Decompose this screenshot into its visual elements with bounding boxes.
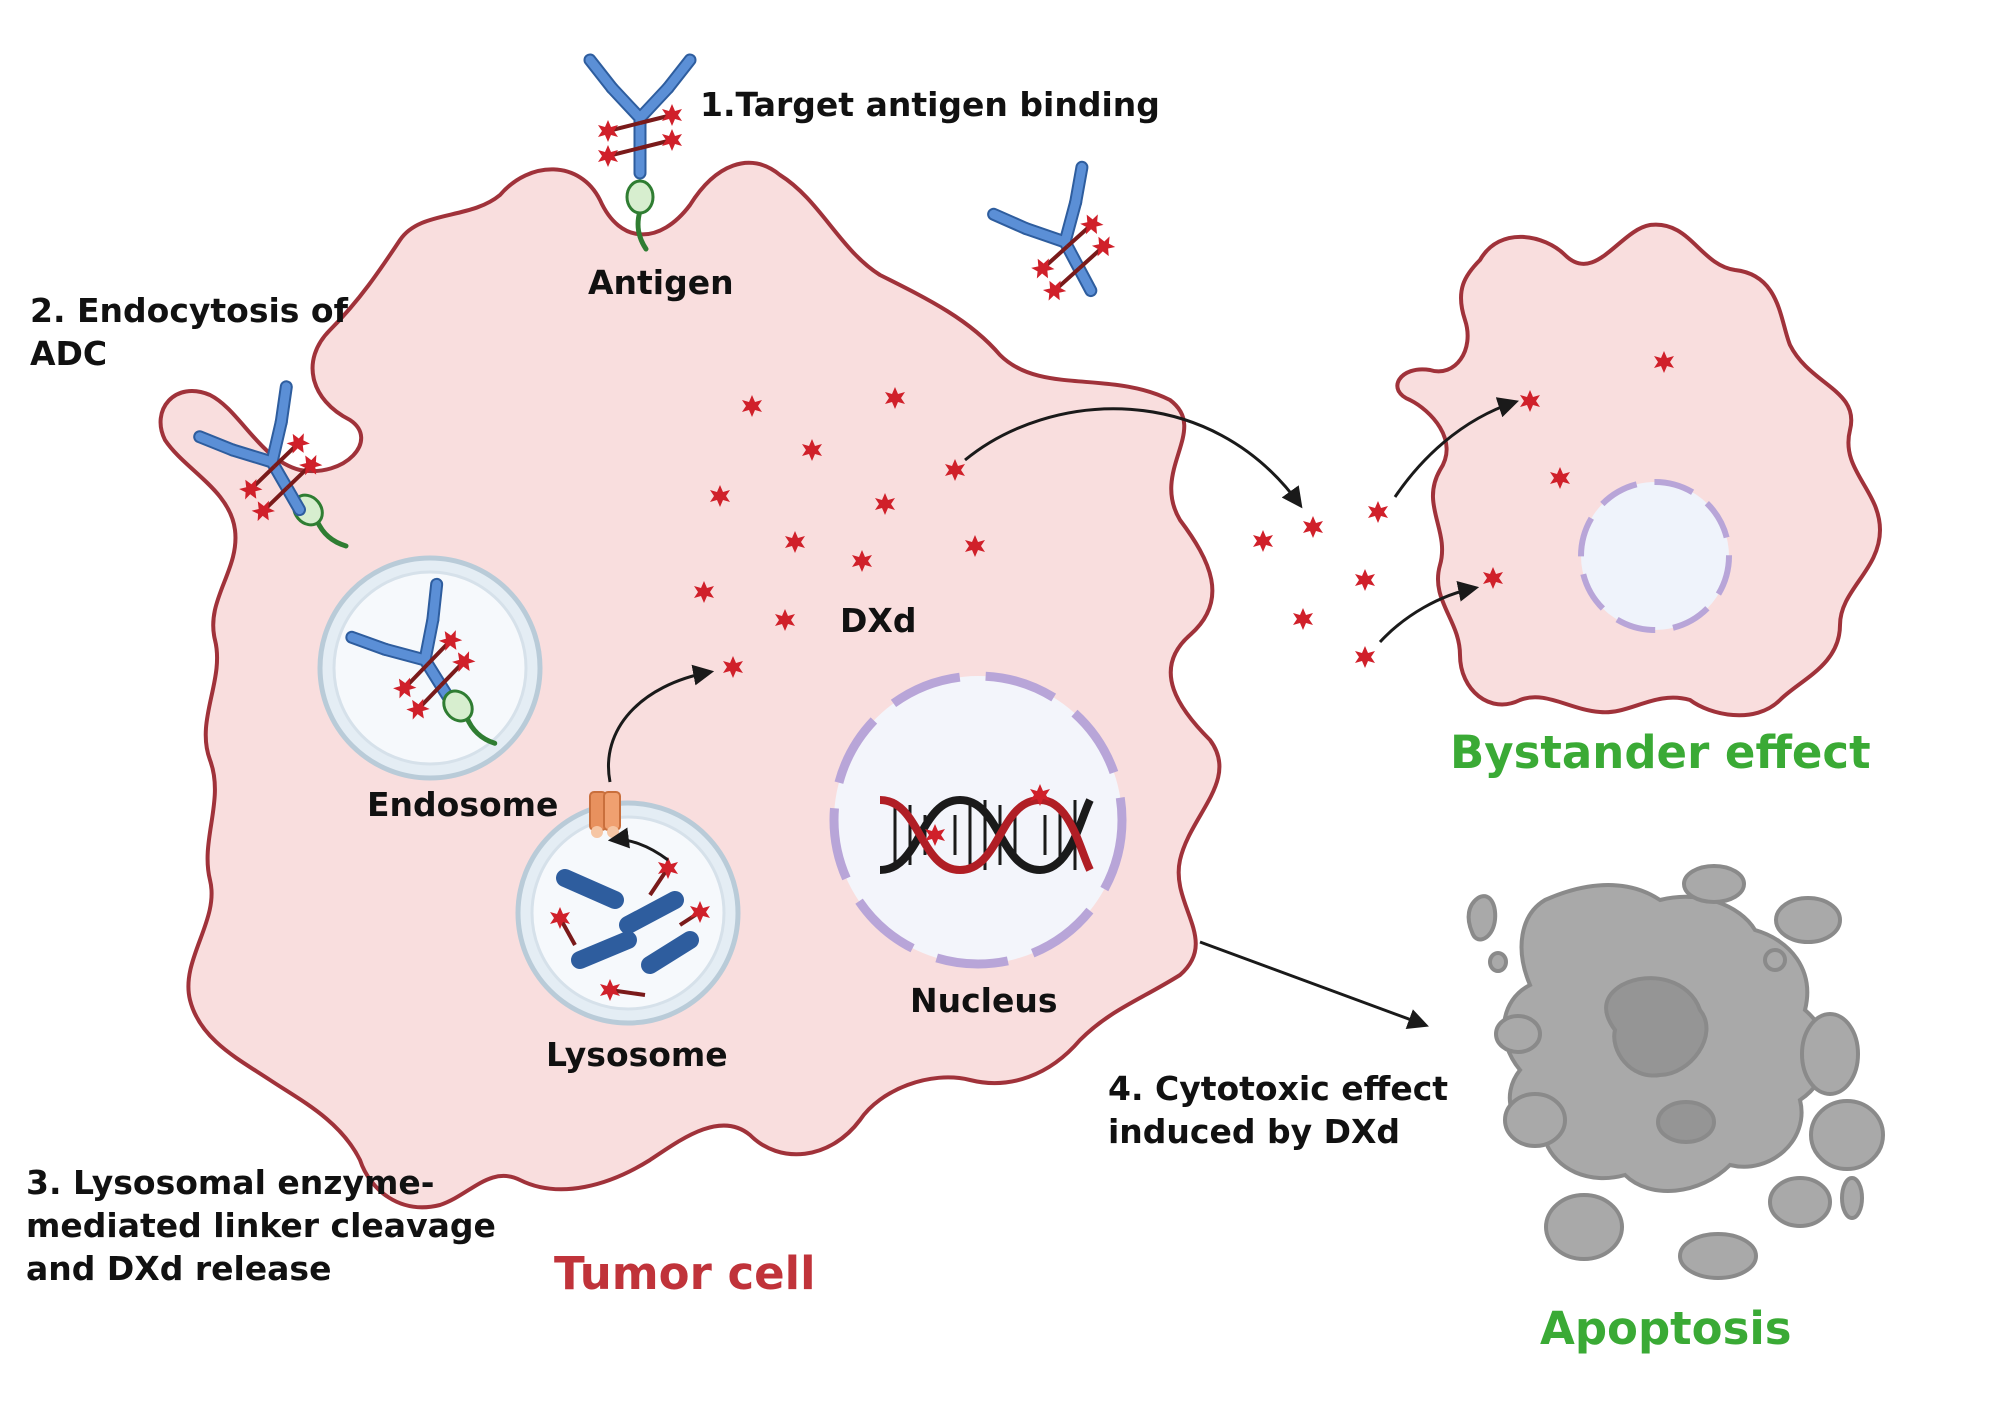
step-1-label: 1.Target antigen binding [700, 85, 1160, 124]
step-2-line-1: 2. Endocytosis of [30, 291, 348, 330]
lysosome-label: Lysosome [546, 1035, 728, 1074]
adc-free-icon [994, 167, 1135, 314]
tumor-cell-label: Tumor cell [554, 1247, 816, 1300]
step-3-line-1: 3. Lysosomal enzyme- [26, 1163, 435, 1202]
apoptosis-label: Apoptosis [1540, 1302, 1792, 1355]
step-3-line-3: and DXd release [26, 1248, 332, 1288]
tumor-nucleus [829, 671, 1127, 969]
step-4-label: 4. Cytotoxic effect induced by DXd [1108, 1068, 1448, 1154]
antibody-fragments-icon [556, 869, 699, 974]
lysosome [515, 791, 741, 1026]
step-4-line-1: 4. Cytotoxic effect [1108, 1069, 1449, 1108]
step-2-line-2: ADC [30, 333, 108, 373]
dna-helix-icon [879, 784, 1094, 875]
apoptotic-cell [1466, 864, 1885, 1280]
bystander-cell-membrane [1395, 222, 1883, 718]
endosome [317, 555, 543, 781]
step-3-label: 3. Lysosomal enzyme- mediated linker cle… [26, 1162, 496, 1291]
bystander-arrow-2 [1378, 581, 1480, 644]
bystander-arrow-1 [1393, 397, 1519, 498]
dxd-label: DXd [840, 601, 917, 640]
adc-bound-antigen-icon [590, 60, 690, 173]
endosome-label: Endosome [367, 785, 559, 824]
nucleus-label: Nucleus [910, 981, 1058, 1020]
efflux-arrow [964, 407, 1303, 509]
transporter-icon [589, 791, 621, 838]
release-arrow [607, 664, 715, 783]
step-2-label: 2. Endocytosis of ADC [30, 290, 348, 376]
step-4-line-2: induced by DXd [1108, 1111, 1401, 1151]
cytotoxic-arrow [1199, 940, 1429, 1030]
antigen-label: Antigen [588, 263, 734, 302]
bystander-effect-label: Bystander effect [1450, 726, 1871, 779]
dxd-extracellular [1253, 501, 1388, 668]
step-3-line-2: mediated linker cleavage [26, 1205, 496, 1245]
bystander-nucleus [1578, 479, 1732, 633]
